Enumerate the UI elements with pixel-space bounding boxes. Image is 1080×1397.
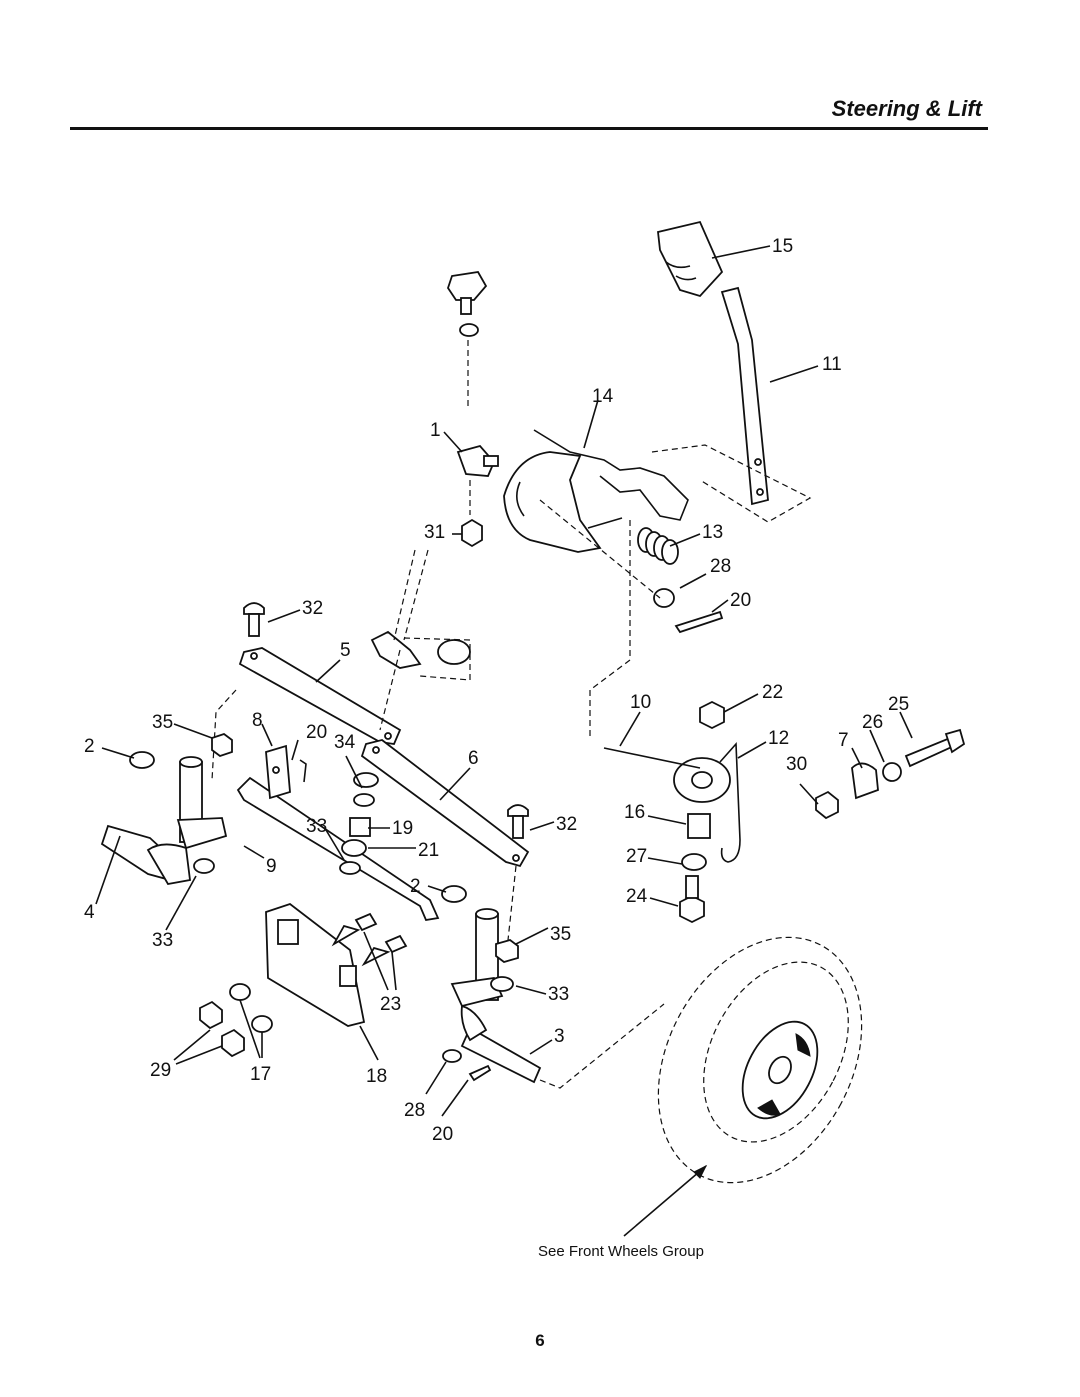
- callout-26: 26: [862, 712, 883, 733]
- callout-35: 35: [550, 924, 571, 945]
- callout-31: 31: [424, 522, 445, 543]
- sector-gear: [370, 630, 471, 681]
- callout-28: 28: [404, 1100, 425, 1121]
- callout-25: 25: [888, 694, 909, 715]
- left-spindle: [100, 756, 228, 885]
- callout-22: 22: [762, 682, 783, 703]
- pulley-washer: [681, 853, 707, 871]
- idler-pulley: [603, 741, 741, 863]
- pulley-bushing: [687, 813, 711, 839]
- callout-11: 11: [822, 354, 842, 375]
- lift-lever: [720, 286, 769, 506]
- callout-2: 2: [410, 876, 421, 897]
- callout-23: 23: [380, 994, 401, 1015]
- handle-grip: [657, 220, 724, 298]
- callout-24: 24: [626, 886, 648, 907]
- callout-4: 4: [84, 902, 95, 923]
- cotter-pin: [674, 610, 724, 634]
- flat-washer: [653, 588, 675, 608]
- bolt-pair: [331, 912, 408, 967]
- shoulder-bolt: [904, 728, 966, 768]
- callout-1: 1: [430, 420, 441, 441]
- callout-10: 10: [630, 692, 651, 713]
- callout-34: 34: [334, 732, 356, 753]
- leader-lines: [95, 245, 913, 1117]
- see-front-wheels-caption: See Front Wheels Group: [538, 1243, 704, 1260]
- axle-washer: [442, 1049, 462, 1063]
- callout-30: 30: [786, 754, 807, 775]
- callout-19: 19: [392, 818, 413, 839]
- pivot-bracket: [265, 744, 307, 800]
- axle-cotter-pin: [468, 1064, 492, 1082]
- drag-link: [238, 647, 402, 745]
- callout-12: 12: [768, 728, 789, 749]
- callout-21: 21: [418, 840, 439, 861]
- pivot-bushing: [851, 762, 879, 800]
- right-spindle-washer: [490, 976, 514, 992]
- left-spindle-washer: [193, 858, 215, 874]
- callout-32: 32: [302, 598, 323, 619]
- right-flange-bushing: [495, 939, 519, 963]
- front-tire: [657, 936, 863, 1184]
- pulley-nut: [699, 700, 725, 730]
- callout-29: 29: [150, 1060, 171, 1081]
- callout-27: 27: [626, 846, 647, 867]
- right-spindle: [450, 908, 542, 1084]
- center-bushing: [349, 817, 371, 837]
- carriage-bolt-right: [507, 804, 529, 839]
- adjuster-knob: [447, 271, 488, 337]
- callout-8: 8: [252, 710, 263, 731]
- callout-16: 16: [624, 802, 645, 823]
- callout-7: 7: [838, 730, 849, 751]
- callout-2: 2: [84, 736, 95, 757]
- page-number: 6: [535, 1331, 545, 1350]
- spring: [637, 527, 679, 565]
- center-flat-washer: [341, 839, 367, 857]
- pivot-nut: [815, 790, 839, 820]
- callout-33: 33: [548, 984, 569, 1005]
- carriage-bolt: [243, 602, 265, 637]
- callout-35: 35: [152, 712, 173, 733]
- lock-nut-pair: [199, 1000, 245, 1058]
- pivot-sleeve: [456, 444, 499, 477]
- callout-13: 13: [702, 522, 723, 543]
- callout-33: 33: [152, 930, 173, 951]
- pulley-bolt: [679, 875, 705, 924]
- callout-20: 20: [730, 590, 751, 611]
- callout-28: 28: [710, 556, 731, 577]
- spacer-pair: [229, 983, 273, 1033]
- callout-33: 33: [306, 816, 327, 837]
- callout-15: 15: [772, 236, 793, 257]
- callout-9: 9: [266, 856, 277, 877]
- center-washer: [353, 793, 375, 807]
- callout-5: 5: [340, 640, 351, 661]
- callout-17: 17: [250, 1064, 271, 1085]
- right-clip-washer: [441, 885, 467, 903]
- pivot-washer: [882, 762, 902, 782]
- center-lock-washer: [339, 861, 361, 875]
- lift-bracket: [503, 429, 689, 553]
- left-clip-washer: [129, 751, 155, 769]
- header-rule: [70, 127, 988, 130]
- left-flange-bushing: [211, 732, 233, 758]
- callout-20: 20: [432, 1124, 453, 1145]
- callout-labels: 15 11 14 1 31 13 28 20 32 5 10 22 25 26 …: [84, 236, 909, 1145]
- callout-20: 20: [306, 722, 327, 743]
- callout-3: 3: [554, 1026, 565, 1047]
- callout-18: 18: [366, 1066, 387, 1087]
- axle-plate: [265, 902, 366, 1027]
- callout-14: 14: [592, 386, 614, 407]
- callout-32: 32: [556, 814, 577, 835]
- callout-6: 6: [468, 748, 479, 769]
- hex-nut: [461, 518, 483, 548]
- page-title: Steering & Lift: [831, 96, 982, 121]
- tie-rod: [360, 739, 530, 868]
